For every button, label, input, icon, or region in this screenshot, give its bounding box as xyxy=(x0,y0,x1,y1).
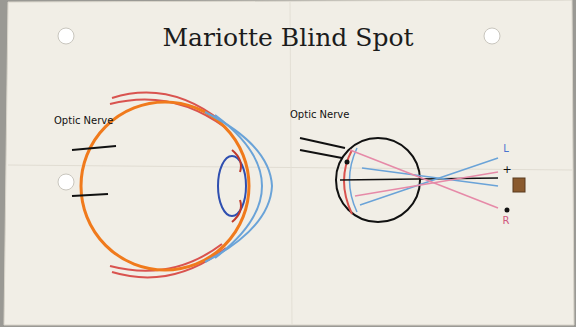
sclera-line xyxy=(110,244,222,271)
eyeball xyxy=(81,102,249,270)
paper-sheet xyxy=(4,0,574,325)
magnet xyxy=(513,178,525,192)
part-name: Optic Nerve xyxy=(290,109,349,120)
eye-letter: R xyxy=(503,215,510,226)
fixation-cross: + xyxy=(502,164,511,176)
iris xyxy=(232,200,241,222)
iris xyxy=(232,150,241,172)
cornea xyxy=(205,112,272,262)
target-dot xyxy=(505,208,510,213)
paper-fold xyxy=(8,165,572,170)
sclera-line xyxy=(112,93,222,122)
ray-right xyxy=(350,150,498,208)
ray-right xyxy=(355,172,498,196)
eye-letter: L xyxy=(503,143,509,154)
pin xyxy=(484,28,500,44)
optic-nerve xyxy=(300,138,345,148)
blind-spot-dot xyxy=(345,160,350,165)
poster-title: Mariotte Blind Spot xyxy=(163,24,414,52)
visual-axis xyxy=(340,178,498,180)
part-name: Optic Nerve xyxy=(54,115,113,126)
optic-nerve xyxy=(72,194,108,196)
cornea xyxy=(215,115,262,258)
retina xyxy=(344,150,352,214)
pin xyxy=(58,174,74,190)
optic-nerve xyxy=(72,146,116,150)
pin xyxy=(58,28,74,44)
optic-nerve xyxy=(300,150,342,158)
